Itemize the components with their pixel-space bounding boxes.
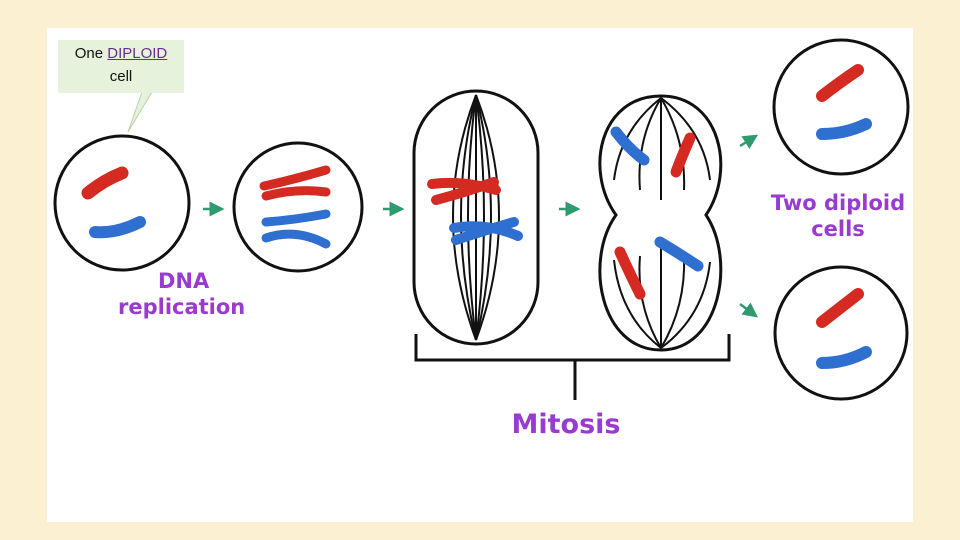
callout-pointer [127,91,153,133]
arrow-5 [739,302,758,318]
blue-chromosome [89,216,146,239]
mitosis-label: Mitosis [511,409,621,440]
two-diploid-cells-label: Two diploid cells [758,190,918,243]
two-label-line1: Two diploid [770,191,906,215]
daughter-cell-top [772,38,910,176]
callout-keyword: DIPLOID [107,45,168,62]
callout-prefix: One [74,45,104,62]
two-label-line2: cells [811,217,865,242]
anaphase-cell [598,94,723,352]
callout-suffix: cell [109,68,133,85]
red-chromosome [81,166,129,200]
metaphase-cell [412,89,540,346]
diploid-callout: One DIPLOID cell [58,40,184,93]
dna-label-line1: DNA [158,269,210,293]
arrow-4 [739,134,759,149]
dna-label-line2: replication [118,295,246,320]
daughter-cell-bottom [773,265,909,401]
replicated-cell [232,141,364,273]
diploid-cell [53,134,191,272]
dna-replication-label: DNA replication [110,268,278,321]
mitosis-bracket [414,334,731,400]
